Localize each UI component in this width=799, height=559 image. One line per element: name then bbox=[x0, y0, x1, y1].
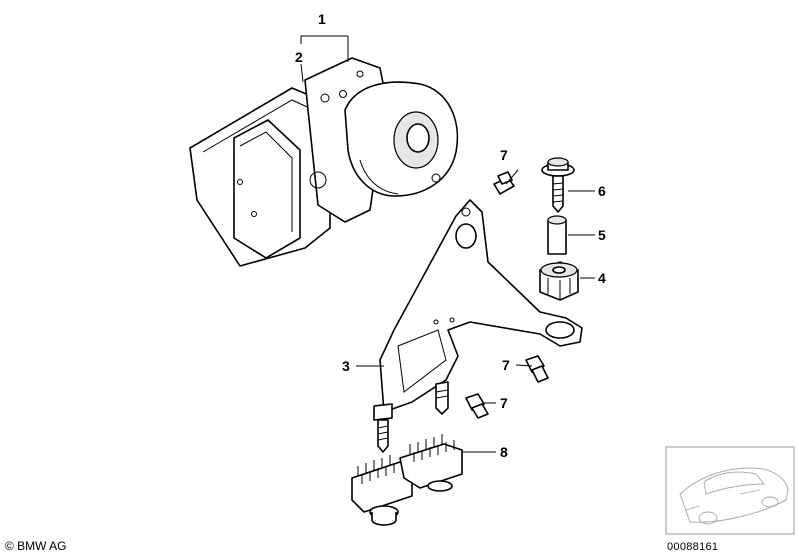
copyright-text: © BMW AG bbox=[5, 539, 67, 553]
callout-3[interactable]: 3 bbox=[342, 358, 350, 374]
callout-7-right[interactable]: 7 bbox=[502, 357, 510, 373]
image-number: 00088161 bbox=[667, 541, 719, 553]
rubber-mount[interactable] bbox=[539, 261, 579, 301]
car-thumbnail-icon bbox=[665, 446, 795, 535]
callout-6[interactable]: 6 bbox=[598, 183, 606, 199]
small-bolt-lower[interactable] bbox=[465, 393, 489, 419]
damper-pads[interactable] bbox=[351, 434, 463, 526]
bracket-studs bbox=[373, 381, 449, 453]
hydraulic-unit[interactable] bbox=[189, 57, 459, 267]
callout-4[interactable]: 4 bbox=[598, 270, 606, 286]
callout-5[interactable]: 5 bbox=[598, 227, 606, 243]
callout-7-top[interactable]: 7 bbox=[500, 147, 508, 163]
small-bolt-right[interactable] bbox=[525, 355, 549, 383]
callout-7-lower[interactable]: 7 bbox=[500, 395, 508, 411]
sleeve[interactable] bbox=[547, 215, 567, 255]
callout-8[interactable]: 8 bbox=[500, 444, 508, 460]
callout-1[interactable]: 1 bbox=[318, 11, 326, 27]
small-bolt-top[interactable] bbox=[493, 171, 515, 195]
hex-bolt[interactable] bbox=[541, 157, 575, 213]
callout-2[interactable]: 2 bbox=[295, 49, 303, 65]
